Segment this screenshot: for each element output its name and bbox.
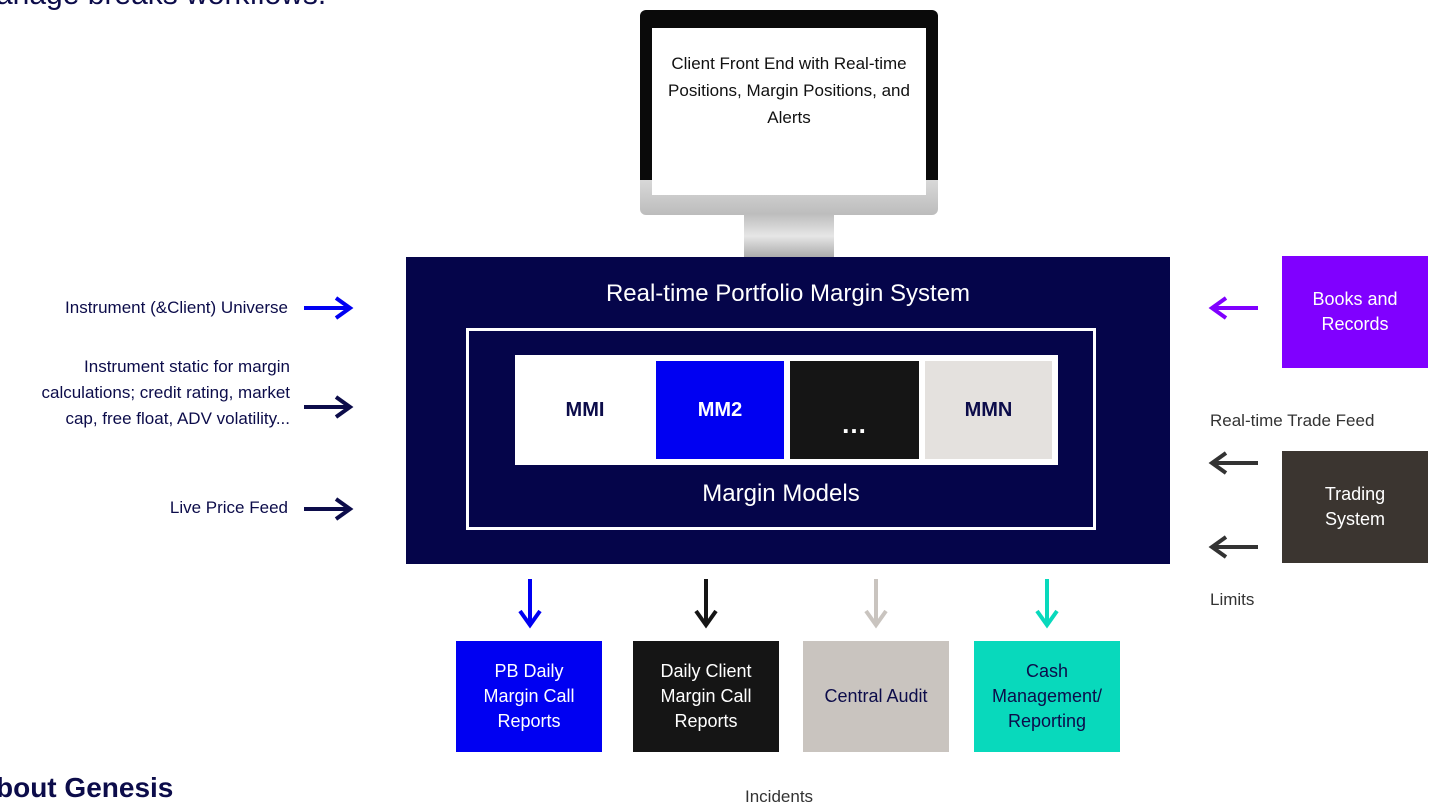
monitor-stand bbox=[744, 214, 834, 258]
section-heading-top: anage breaks workflows. bbox=[0, 0, 326, 12]
output-box-central-audit: Central Audit bbox=[803, 641, 949, 752]
trading-system-label: Trading System bbox=[1324, 484, 1386, 529]
trading-system-box: Trading System bbox=[1282, 451, 1428, 563]
arrow-down-icon bbox=[1035, 579, 1059, 629]
margin-models-label: Margin Models bbox=[702, 480, 860, 507]
arrow-down-icon bbox=[694, 579, 718, 629]
model-box-mmn: MMN bbox=[925, 361, 1052, 459]
client-front-end-screen: Client Front End with Real-time Position… bbox=[652, 28, 926, 195]
output-label: Central Audit bbox=[824, 686, 928, 706]
margin-models-frame bbox=[466, 328, 1096, 530]
arrow-right-icon bbox=[304, 497, 354, 521]
model-label: MM2 bbox=[697, 398, 743, 421]
output-box-daily-client-reports: Daily Client Margin Call Reports bbox=[633, 641, 779, 752]
incidents-label: Incidents bbox=[745, 787, 814, 806]
model-label: MMI bbox=[565, 398, 605, 421]
input-label-live-price-feed: Live Price Feed bbox=[169, 498, 288, 517]
arrow-down-icon bbox=[518, 579, 542, 629]
input-label-instrument-static: Instrument static for margin calculation… bbox=[41, 357, 291, 428]
margin-system-title: Real-time Portfolio Margin System bbox=[605, 280, 971, 307]
model-label: ... bbox=[842, 409, 867, 439]
output-box-cash-management: Cash Management/ Reporting bbox=[974, 641, 1120, 752]
arrow-left-icon bbox=[1208, 535, 1258, 559]
client-front-end-label: Client Front End with Real-time Position… bbox=[668, 54, 910, 127]
limits-label: Limits bbox=[1210, 590, 1255, 609]
arrow-left-icon bbox=[1208, 296, 1258, 320]
arrow-right-icon bbox=[304, 296, 354, 320]
section-heading-about: bout Genesis bbox=[0, 772, 174, 803]
model-box-mmi: MMI bbox=[521, 361, 649, 459]
arrow-right-icon bbox=[304, 395, 354, 419]
real-time-trade-feed-label: Real-time Trade Feed bbox=[1210, 411, 1375, 430]
books-and-records-label: Books and Records bbox=[1312, 289, 1398, 334]
model-label: MMN bbox=[964, 398, 1013, 421]
output-box-pb-daily-reports: PB Daily Margin Call Reports bbox=[456, 641, 602, 752]
input-label-instrument-universe: Instrument (&Client) Universe bbox=[65, 298, 288, 317]
output-label: Cash Management/ Reporting bbox=[991, 661, 1103, 731]
output-label: Daily Client Margin Call Reports bbox=[660, 661, 752, 731]
output-label: PB Daily Margin Call Reports bbox=[483, 661, 575, 731]
model-box-mm2: MM2 bbox=[656, 361, 784, 459]
books-and-records-box: Books and Records bbox=[1282, 256, 1428, 368]
arrow-down-icon bbox=[864, 579, 888, 629]
arrow-left-icon bbox=[1208, 451, 1258, 475]
model-box-ellipsis: ... bbox=[790, 361, 919, 459]
